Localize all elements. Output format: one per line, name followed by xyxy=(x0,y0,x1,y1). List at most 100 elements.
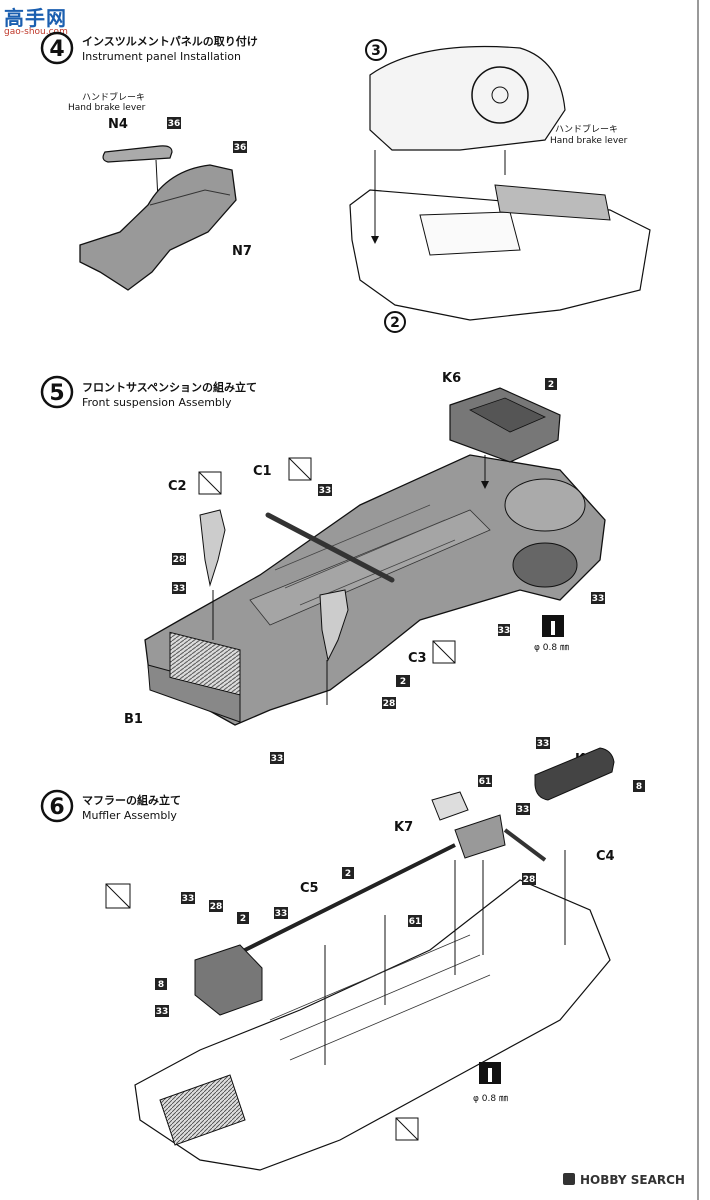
code-badge xyxy=(498,624,510,636)
instrument-panel-part xyxy=(369,45,566,151)
step-5-badge xyxy=(40,375,74,409)
c5-exhaust-pipe-part xyxy=(234,843,456,957)
code-text: 2 xyxy=(548,380,554,390)
right-hand-brake-label-en: Hand brake lever xyxy=(550,136,628,146)
part-label-k7: K7 xyxy=(394,820,413,835)
watermark-main: 高手网 xyxy=(4,6,67,30)
step-5: 5 フロントサスペンションの組み立て Front suspension Asse… xyxy=(40,371,606,764)
rear-spring-seat xyxy=(504,478,586,532)
front-grille xyxy=(169,631,241,696)
c1-tie-bar-part xyxy=(265,512,395,583)
floor-ribs xyxy=(269,934,491,1061)
code-text: 28 xyxy=(523,875,536,885)
part-label-c4: C4 xyxy=(596,849,615,864)
engine-block-part xyxy=(194,944,263,1016)
step-6-title-en: Muffler Assembly xyxy=(82,809,177,822)
rear-wheel-well xyxy=(512,542,578,588)
code-text: 36 xyxy=(168,119,181,129)
code-badge xyxy=(167,117,181,129)
code-text: 28 xyxy=(383,699,396,709)
code-badge xyxy=(516,803,530,815)
code-badge xyxy=(172,553,186,565)
code-badge xyxy=(237,912,249,924)
center-console-part xyxy=(79,164,237,291)
step-4: 4 インスツルメントパネルの取り付け Instrument panel Inst… xyxy=(40,31,651,333)
brand-name: HOBBY SEARCH xyxy=(580,1173,685,1187)
step-5-title-jp: フロントサスペンションの組み立て xyxy=(82,380,257,394)
code-badge xyxy=(536,737,550,749)
step-4-title-en: Instrument panel Installation xyxy=(82,50,241,63)
floor-panel xyxy=(419,211,521,256)
code-text: 33 xyxy=(498,626,511,636)
code-badge xyxy=(396,675,410,687)
arrow-head xyxy=(371,236,379,244)
code-text: 61 xyxy=(479,777,492,787)
code-text: 2 xyxy=(400,677,406,687)
code-badge xyxy=(342,867,354,879)
part-label-c5: C5 xyxy=(300,881,319,896)
glue-icon-slash xyxy=(288,457,312,481)
code-badge xyxy=(382,697,396,709)
watermark-logo: 高手网 gao-shou.com xyxy=(4,2,68,37)
code-text: 33 xyxy=(173,584,186,594)
watermark-sub: gao-shou.com xyxy=(4,27,68,37)
code-text: 33 xyxy=(271,754,284,764)
part-label-n4: N4 xyxy=(108,117,128,132)
footer-brand: HOBBY SEARCH xyxy=(563,1173,685,1187)
code-badge xyxy=(172,582,186,594)
step-5-number: 5 xyxy=(49,381,64,406)
step-4-title-jp: インスツルメントパネルの取り付け xyxy=(82,34,258,48)
step-6-title-jp: マフラーの組み立て xyxy=(82,793,181,807)
part-label-k6: K6 xyxy=(442,371,461,386)
drill-size-label: φ 0.8 ㎜ xyxy=(473,1094,508,1104)
c2-strut-part xyxy=(199,509,226,587)
hand-brake-label-jp: ハンドブレーキ xyxy=(82,91,145,103)
part-label-n7: N7 xyxy=(232,244,252,259)
glue-icon-slash xyxy=(432,640,456,664)
ref-step-2-badge xyxy=(384,311,406,333)
drill-bit xyxy=(551,621,555,635)
glue-icon-slash xyxy=(105,883,131,909)
code-text: 33 xyxy=(537,739,550,749)
k8-muffler-cover-part xyxy=(534,747,615,801)
steering-hub xyxy=(491,86,509,104)
console-installed xyxy=(494,184,611,221)
code-badge xyxy=(209,900,223,912)
part-label-c3: C3 xyxy=(408,651,427,666)
code-text: 61 xyxy=(409,917,422,927)
code-text: 33 xyxy=(592,594,605,604)
front-grille xyxy=(159,1074,246,1146)
step-4-badge xyxy=(40,31,74,65)
arrow-head xyxy=(481,481,489,489)
part-label-c2: C2 xyxy=(168,479,187,494)
ref-step-3-number: 3 xyxy=(371,43,381,59)
code-badge xyxy=(155,1005,169,1017)
k6-recess xyxy=(469,397,546,433)
code-badge xyxy=(270,752,284,764)
chassis-b1-part xyxy=(144,454,606,726)
part-label-b1: B1 xyxy=(124,712,143,727)
code-badge xyxy=(545,378,557,390)
code-text: 36 xyxy=(234,143,247,153)
ref-step-3-badge xyxy=(365,39,387,61)
code-text: 33 xyxy=(517,805,530,815)
code-text: 33 xyxy=(182,894,195,904)
step-6-number: 6 xyxy=(49,795,64,820)
code-badge xyxy=(155,978,167,990)
rear-axle xyxy=(503,828,547,862)
steering-wheel xyxy=(471,66,529,124)
code-text: 33 xyxy=(156,1007,169,1017)
brand-logo-icon xyxy=(563,1173,575,1185)
hand-brake-lever-part xyxy=(102,145,173,163)
code-badge xyxy=(408,915,422,927)
step-6: 6 マフラーの組み立て Muffler Assembly K8 33 8 61 … xyxy=(40,737,645,1171)
code-badge xyxy=(633,780,645,792)
glue-icon-slash xyxy=(198,471,222,495)
code-text: 2 xyxy=(240,914,246,924)
differential-part xyxy=(454,814,506,859)
code-badge xyxy=(233,141,247,153)
k7-part xyxy=(431,791,469,821)
code-text: 8 xyxy=(158,980,164,990)
code-text: 33 xyxy=(275,909,288,919)
code-badge xyxy=(274,907,288,919)
